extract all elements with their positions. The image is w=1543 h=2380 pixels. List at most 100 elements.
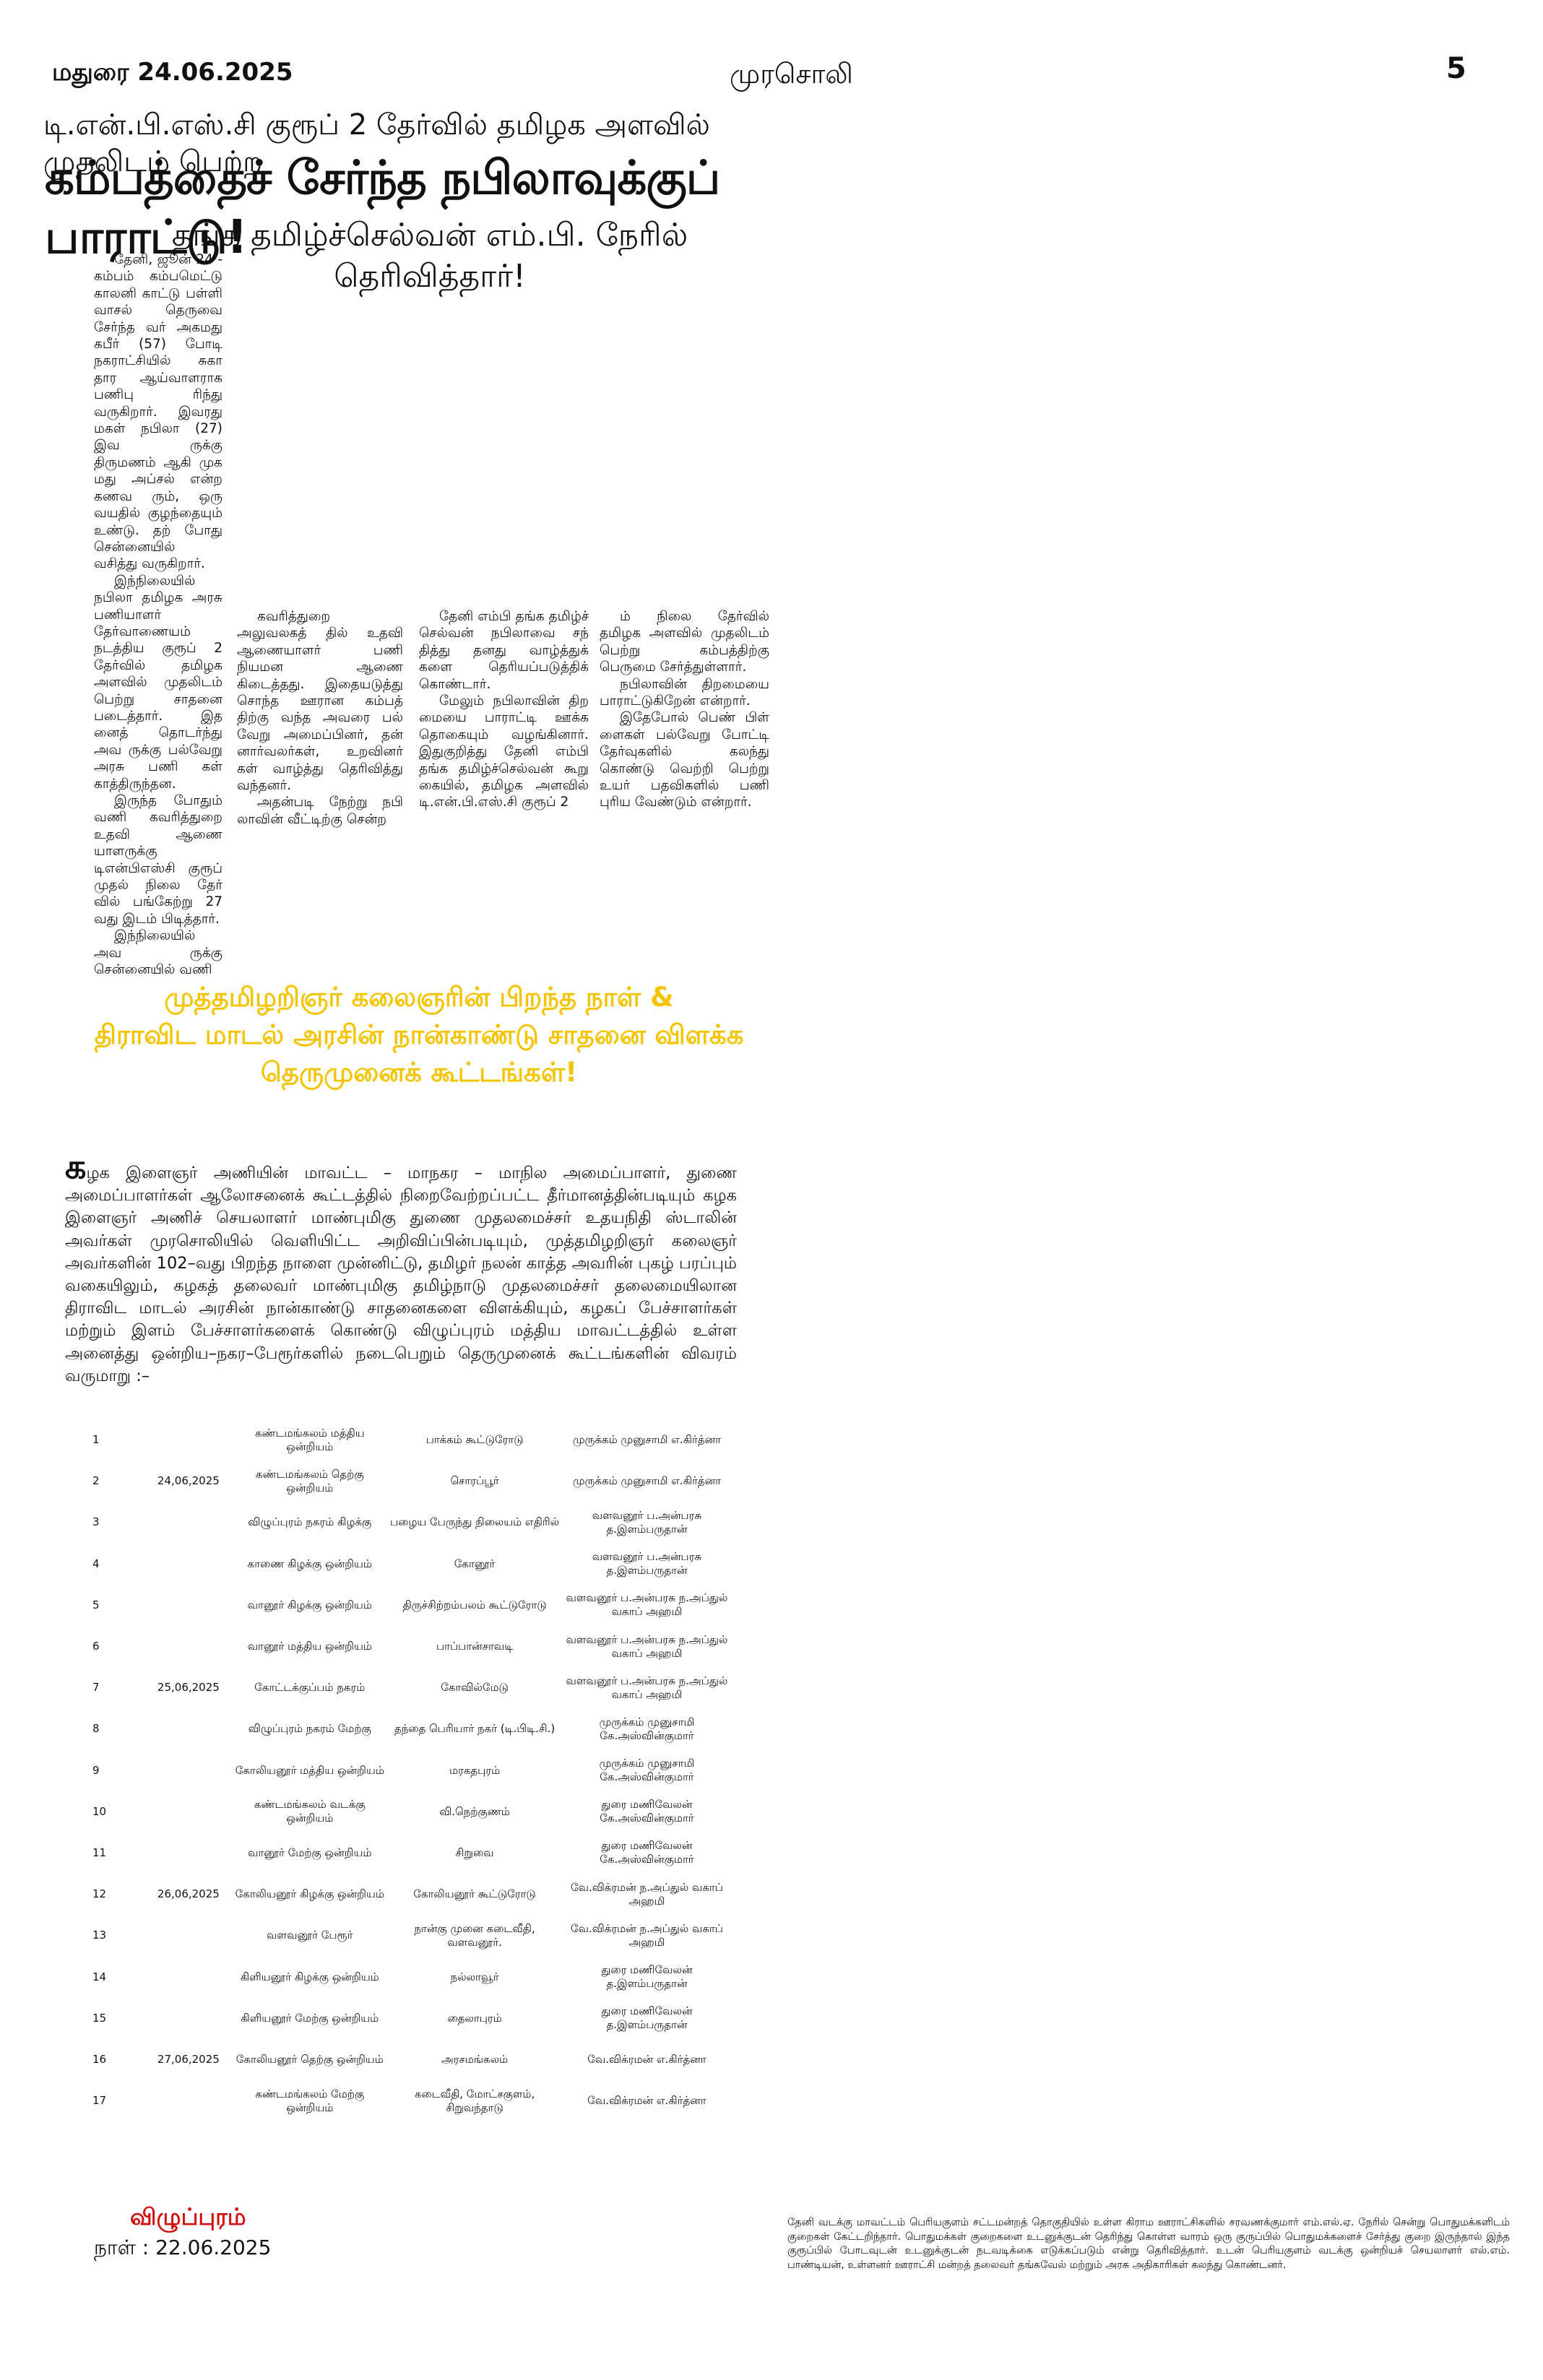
row-date <box>146 1585 230 1626</box>
row-speakers: வளவனூர் ப.அன்பரசு த.இளம்பருதான் <box>592 1550 702 1578</box>
row-union: கண்டமங்கலம் தெற்கு ஒன்றியம் <box>255 1467 364 1494</box>
paragraph: இருந்த போதும் வணி கவரித்துறை உதவி ஆணை யா… <box>94 793 222 927</box>
paragraph: அதன்படி நேற்று நபி லாவின் வீட்டிற்கு சென… <box>237 795 403 827</box>
row-number: 17 <box>92 2094 107 2108</box>
paragraph: மேலும் நபிலாவின் திற மையை பாராட்டி ஊக்க … <box>419 693 589 810</box>
row-number: 2 <box>92 1474 100 1488</box>
row-union: வானூர் மத்திய ஒன்றியம் <box>247 1640 372 1653</box>
row-place: பழைய பேருந்து நிலையம் எதிரில் <box>389 1515 560 1529</box>
row-date <box>146 1998 230 2039</box>
row-number: 5 <box>92 1598 100 1611</box>
row-number: 16 <box>92 2052 107 2066</box>
row-speakers: வளவனூர் ப.அன்பரசு ந.அப்துல் வகாப் அஹமி <box>566 1591 728 1619</box>
row-union: விழுப்புரம் நகரம் கிழக்கு <box>248 1515 372 1529</box>
table-row: 10 கண்டமங்கலம் வடக்கு ஒன்றியம் வி.நெற்குணம… <box>61 1791 733 1832</box>
announcement-heading: முத்தமிழறிஞர் கலைஞரின் பிறந்த நாள் & திர… <box>94 979 744 1091</box>
row-number: 13 <box>92 1929 107 1942</box>
row-number: 9 <box>92 1763 100 1777</box>
row-place: கோவில்மேடு <box>441 1681 509 1695</box>
row-number: 6 <box>92 1640 100 1653</box>
row-union: வானூர் கிழக்கு ஒன்றியம் <box>247 1598 372 1611</box>
row-speakers: வே.விக்ரமன் எ.கிர்த்னா <box>587 2094 706 2108</box>
article-subheadline: தங்க தமிழ்ச்செல்வன் எம்.பி. நேரில் தெரிவ… <box>171 217 688 295</box>
article-kicker: டி.என்.பி.எஸ்.சி குரூப் 2 தேர்வில் தமிழக… <box>43 108 710 178</box>
row-date: 27,06,2025 <box>157 2052 220 2066</box>
table-row: 6 வானூர் மத்திய ஒன்றியம் பாப்பான்சாவடி வளவன… <box>61 1626 733 1667</box>
row-union: கண்டமங்கலம் மேற்கு ஒன்றியம் <box>255 2087 365 2114</box>
row-speakers: துரை மணிவேலன் கே.அஸ்வின்குமார் <box>600 1798 694 1825</box>
row-union: கோட்டக்குப்பம் நகரம் <box>254 1681 366 1695</box>
row-date <box>146 1544 230 1585</box>
row-place: கோனூர் <box>454 1557 496 1570</box>
article-column-4: ம் நிலை தேர்வில் தமிழக அளவில் முதலிடம் ப… <box>600 608 769 811</box>
district-label: விழுப்புரம் <box>130 2203 246 2230</box>
row-place: தந்தை பெரியார் நகர் (டி.பிடி.சி.) <box>394 1722 556 1736</box>
row-number: 14 <box>92 1970 107 1983</box>
row-place: நான்கு முனை கடைவீதி, வளவனூர். <box>414 1921 535 1949</box>
row-date <box>146 1915 230 1956</box>
row-place: திருச்சிற்றம்பலம் கூட்டுரோடு <box>402 1598 547 1611</box>
heading-line: முத்தமிழறிஞர் கலைஞரின் பிறந்த நாள் & <box>164 982 674 1013</box>
row-speakers: முருக்கம் முனுசாமி எ.கிர்த்னா <box>572 1433 721 1447</box>
row-union: வளவனூர் பேரூர் <box>267 1929 353 1942</box>
row-speakers: வளவனூர் ப.அன்பரசு த.இளம்பருதான் <box>592 1508 702 1536</box>
row-date <box>146 1419 230 1461</box>
row-place: வி.நெற்குணம் <box>439 1804 510 1818</box>
row-union: கண்டமங்கலம் மத்திய ஒன்றியம் <box>254 1426 365 1453</box>
row-number: 8 <box>92 1722 100 1736</box>
row-date <box>146 1956 230 1997</box>
paragraph: இந்நிலையில் நபிலா தமிழக அரசு பணியாளர் தே… <box>94 573 222 792</box>
row-date <box>146 1832 230 1874</box>
table-row: 13 வளவனூர் பேரூர் நான்கு முனை கடைவீதி, வளவ… <box>61 1915 733 1956</box>
announcement-text: ழக இளைஞர் அணியின் மாவட்ட – மாநகர – மாநில… <box>65 1164 737 1385</box>
row-number: 1 <box>92 1433 100 1447</box>
row-speakers: முருக்கம் முனுசாமி எ.கிர்த்னா <box>572 1474 721 1488</box>
row-number: 4 <box>92 1557 100 1570</box>
row-union: கோலியனூர் மத்திய ஒன்றியம் <box>235 1763 384 1777</box>
heading-line: தெருமுனைக் கூட்டங்கள்! <box>260 1057 578 1088</box>
row-number: 15 <box>92 2011 107 2025</box>
notice-date: நாள் : 22.06.2025 <box>94 2236 272 2259</box>
article-headline: கம்பத்தைச் சேர்ந்த நபிலாவுக்குப் பாராட்ட… <box>45 152 720 264</box>
row-date: 26,06,2025 <box>157 1887 220 1901</box>
paragraph: தேனி, ஜூன் 24 - கம்பம் கம்பமெட்டு காலனி … <box>94 252 222 572</box>
drop-cap: க <box>65 1147 87 1186</box>
paragraph: ம் நிலை தேர்வில் தமிழக அளவில் முதலிடம் ப… <box>600 609 769 675</box>
row-date: 24,06,2025 <box>157 1474 220 1488</box>
table-row: 15 கிளியனூர் மேற்கு ஒன்றியம் தைலாபுரம் துரை… <box>61 1998 733 2039</box>
row-union: கண்டமங்கலம் வடக்கு ஒன்றியம் <box>254 1798 366 1825</box>
row-number: 11 <box>92 1845 107 1859</box>
paragraph: கவரித்துறை அலுவலகத் தில் உதவி ஆணையாளர் ப… <box>237 609 403 794</box>
row-speakers: முருக்கம் முனுசாமி கே.அஸ்வின்குமார் <box>599 1715 695 1742</box>
edition-label: மதுரை 24.06.2025 <box>52 58 293 87</box>
article-column-1: தேனி, ஜூன் 24 - கம்பம் கம்பமெட்டு காலனி … <box>94 251 222 978</box>
row-speakers: வே.விக்ரமன் எ.கிர்த்னா <box>587 2052 706 2066</box>
paragraph: தேனி எம்பி தங்க தமிழ்ச் செல்வன் நபிலாவை … <box>419 609 589 692</box>
photo-caption: தேனி வடக்கு மாவட்டம் பெரியகுளம் சட்டமன்ற… <box>787 2217 1510 2271</box>
row-speakers: துரை மணிவேலன் த.இளம்பருதான் <box>601 1963 693 1991</box>
article-column-2: கவரித்துறை அலுவலகத் தில் உதவி ஆணையாளர் ப… <box>237 608 403 828</box>
row-number: 12 <box>92 1887 107 1901</box>
row-number: 10 <box>92 1804 107 1818</box>
table-row: 4 காணை கிழக்கு ஒன்றியம் கோனூர் வளவனூர் ப.அன… <box>61 1544 733 1585</box>
row-speakers: துரை மணிவேலன் த.இளம்பருதான் <box>601 2004 693 2032</box>
row-place: பாப்பான்சாவடி <box>436 1640 514 1653</box>
row-speakers: வே.விக்ரமன் ந.அப்துல் வகாப் அஹமி <box>570 1880 723 1908</box>
table-row: 5 வானூர் கிழக்கு ஒன்றியம் திருச்சிற்றம்பலம… <box>61 1585 733 1626</box>
row-date <box>146 1708 230 1749</box>
row-place: கடைவீதி, மோட்சகுளம், சிறுவந்தாடு <box>414 2087 535 2114</box>
paragraph: இந்நிலையில் அவ ருக்கு சென்னையில் வணி <box>94 928 222 978</box>
row-place: தைலாபுரம் <box>447 2011 502 2025</box>
row-union: காணை கிழக்கு ஒன்றியம் <box>247 1557 372 1570</box>
row-speakers: வளவனூர் ப.அன்பரசு ந.அப்துல் வகாப் அஹமி <box>566 1632 728 1660</box>
row-place: கோலியனூர் கூட்டுரோடு <box>413 1887 536 1901</box>
row-speakers: வே.விக்ரமன் ந.அப்துல் வகாப் அஹமி <box>570 1921 723 1949</box>
row-union: கிளியனூர் மேற்கு ஒன்றியம் <box>241 2011 379 2025</box>
